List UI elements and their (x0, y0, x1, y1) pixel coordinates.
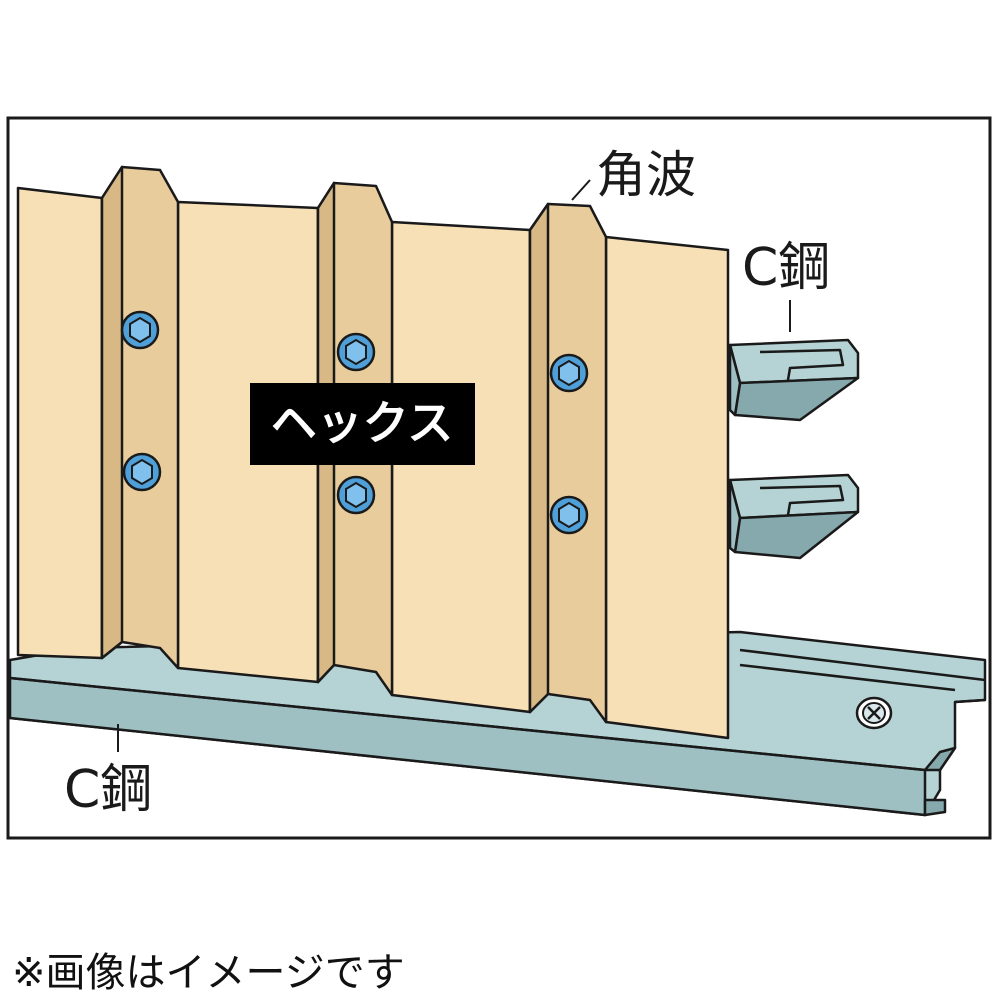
c-steel-upper (728, 338, 860, 422)
kakunami-leader (571, 179, 591, 201)
c-steel-bottom (8, 630, 987, 817)
hex-label: ヘックス (271, 396, 454, 450)
phillips-screw-icon (855, 696, 893, 730)
panel-face-1 (16, 186, 104, 660)
c-steel-bottom-label: C鋼 (64, 760, 152, 820)
hex-bolt-icon (336, 332, 376, 372)
hex-bolt-icon (120, 310, 160, 350)
hex-bolt-icon (549, 495, 589, 535)
hex-label-box (250, 383, 475, 465)
panel-face-3 (390, 220, 532, 714)
bolt-group (120, 310, 589, 535)
c-steel-middle (728, 473, 860, 560)
hex-bolt-icon (122, 452, 162, 492)
image-disclaimer-note: ※画像はイメージです (12, 950, 405, 996)
hex-bolt-icon (336, 475, 376, 515)
panel-face-4 (604, 235, 730, 740)
hex-bolt-icon (549, 353, 589, 393)
c-steel-top-label: C鋼 (742, 238, 830, 298)
kakunami-panel (16, 165, 730, 740)
kakunami-label: 角波 (596, 146, 696, 204)
